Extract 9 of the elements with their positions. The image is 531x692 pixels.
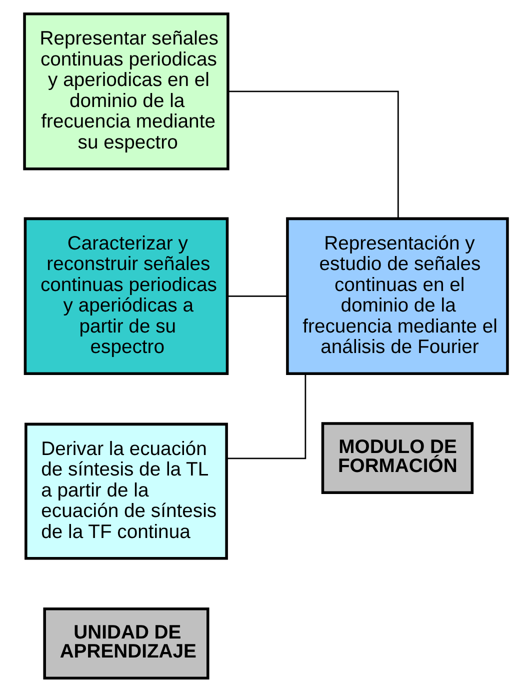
node-box: Caracterizar y reconstruir señales continuas periodicas y aperiódicas a partir de su espectro	[23, 217, 228, 376]
connector	[226, 374, 306, 460]
connector	[228, 90, 398, 218]
node-box: Derivar la ecuación de síntesis de la TL a partir de la ecuación de síntesis de la TF continua	[24, 422, 228, 560]
node-box: Representar señales continuas periodicas y aperiodicas en el dominio de la frecuencia mediante su espectro	[22, 12, 229, 170]
connector	[227, 296, 287, 297]
node-box: MODULO DE FORMACIÓN	[320, 422, 474, 494]
node-box: UNIDAD DE APRENDIZAJE	[42, 608, 209, 680]
node-box: Representación y estudio de señales continuas en el dominio de la frecuencia mediante el análisis de Fourier	[286, 217, 508, 376]
